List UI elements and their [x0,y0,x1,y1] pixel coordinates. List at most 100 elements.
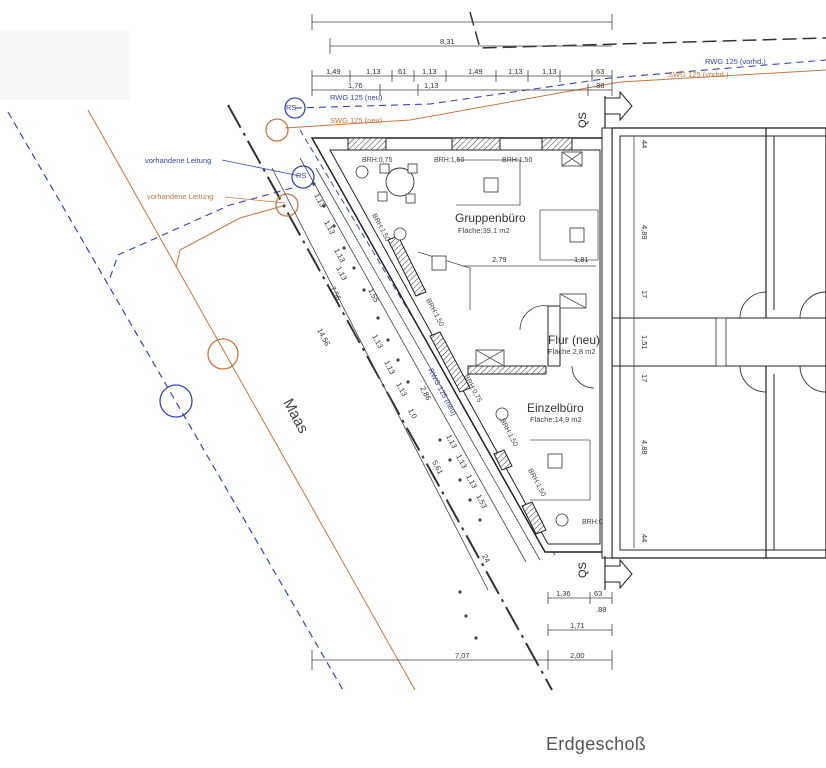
top-wall-seg-2 [451,137,501,151]
dim-diag-outer-4: 2,86 [418,385,433,402]
dim-diag-chain-5: 1,13 [370,333,385,350]
window-single-3-label: BRH:0,75 [582,519,612,526]
manhole-orange2-icon [275,193,299,217]
manhole-orange-icon [265,118,289,142]
dim-diag-chain-9: 1,13 [454,453,469,470]
room-hall-area: Fläche 2,8 m2 [548,347,596,356]
dim-diag-chain-11: 1,53 [474,493,489,510]
section-arrow-top-icon [604,90,633,122]
adjacent-door-frame [715,317,727,367]
door-arc-adjacent-4 [799,365,826,393]
leader-blue [221,159,301,177]
adjacent-inner [619,135,826,551]
floor-caption: Erdgeschoß [546,734,647,754]
desk-chair-4 [547,453,563,469]
dim-top-1: 1,49 [326,67,341,76]
orange-existing-line [175,204,287,269]
room-group-office-name: Gruppenbüro [455,211,526,225]
top-dimensions [311,14,613,96]
door-arc-single [571,365,595,389]
rwg-new-label: RWG 125 (neu) [330,93,383,102]
dim-diag-chain-10: 1,13 [464,473,479,490]
chair-3 [377,191,388,202]
dim-bottom-1: 1,36 [556,589,571,598]
plant-icon [393,227,407,241]
dim-bottom-2: 63 [594,589,602,598]
building [310,137,606,553]
diag-wall-seg-3 [493,449,513,471]
diagonal-ticks [312,182,482,640]
window-top-2-label: BRH:1,50 [434,157,464,164]
section-mark-bottom: QS [577,562,589,578]
chair-4 [405,193,416,204]
plant-icon [355,165,369,179]
dim-diag-chain-8: 1,13 [444,433,459,450]
window-top-1-label: BRH:0,75 [362,157,392,164]
door-arc-adjacent-3 [799,291,826,319]
dim-right-small-3: 44 [640,140,649,148]
dim-diag-outer-2: 7,56 [328,285,343,302]
plant-icon [555,513,569,527]
manhole-rs-label: RS [286,103,296,112]
separation-wall [601,127,613,559]
room-hall-name: Flur (neu) [548,333,600,347]
dim-bottom-overall-2: 2,00 [570,651,585,660]
dim-inner-1: 2,79 [492,255,507,264]
rwg-existing-label: RWG 125 (vorhd.) [705,57,766,66]
background-smudge [0,30,130,100]
diag-dim-mid-line [299,157,527,563]
diagonal-dimensions [271,157,541,591]
dim-top-5: 1,49 [468,67,483,76]
desk-chair-1 [483,177,499,193]
room-single-office-name: Einzelbüro [527,401,584,415]
dim-bottom-overall-1: 7,07 [455,651,470,660]
swg-top-line [284,69,826,129]
partition-wall [467,365,547,375]
dim-top-8: 63 [596,67,604,76]
inner-wall [329,149,601,545]
blue-existing-line [109,187,293,279]
hall-wall [547,305,561,367]
bottom-dimensions [311,592,613,670]
dim-diag-chain-4: 1,13 [334,265,349,282]
dim-top-2: 1,13 [366,67,381,76]
dim-diag-chain-12: 1,0 [406,407,419,420]
dim-right-small-1: 17 [640,290,649,298]
desk-chair-3 [431,255,447,271]
door-arc-adjacent-1 [739,291,767,319]
dim-top-second-1: 1,76 [348,81,363,90]
orange-bank-line [87,109,416,691]
manhole-blue-icon [291,165,315,189]
dim-top-overall: 8,31 [440,37,455,46]
section-arrow-bottom-icon [604,558,633,590]
top-wall-seg-3 [541,137,573,151]
swg-existing-label: SWG 125 (vorhd.) [668,70,729,79]
dim-right-2: 1,51 [640,335,649,350]
desk-2 [539,209,599,261]
chair-2 [407,163,418,174]
dim-diag-outer-1: 14,56 [315,327,332,348]
dim-top-4: 1,13 [422,67,437,76]
dim-top-small: .88 [594,81,604,90]
manholes: RS RS [159,97,315,418]
adjacent-building [601,127,826,559]
desk-1 [456,159,521,206]
door-arc-hall [519,305,549,331]
rwg-top-line [294,59,826,109]
chair-1 [379,163,390,174]
dim-top-second-2: 1,13 [424,81,439,90]
river-manhole-orange-icon [207,338,239,370]
existing-line-orange-label: vorhandene Leitung [147,192,213,201]
section-marks [604,90,633,590]
dim-diag-chain-6: 1,13 [382,359,397,376]
river-manhole-blue-icon [159,384,193,418]
pipe-lines [7,11,826,691]
furniture [355,159,599,527]
dim-bottom-3: .88 [596,605,606,614]
diag-dim-outer-line [271,167,489,591]
dim-diag-outer-6: 24 [480,553,492,565]
swg-new-label: SWG 125 (neu) [330,116,383,125]
dim-diag-outer-3: 1,55 [366,287,381,304]
dim-inner-2: 1,81 [574,255,589,264]
dim-right-small-2: 17 [640,374,649,382]
